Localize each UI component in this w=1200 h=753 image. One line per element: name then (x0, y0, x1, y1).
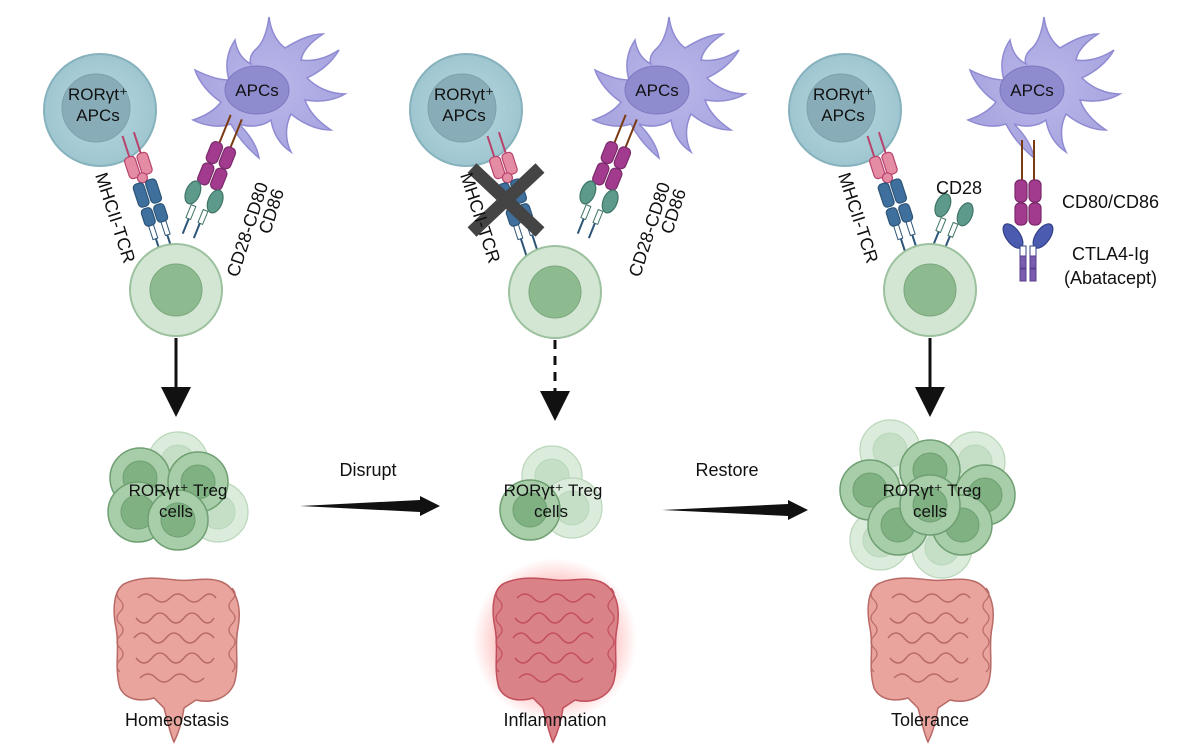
cd80-cd86-ctla4-complex (1002, 140, 1054, 282)
treg-label-2: cells (159, 502, 193, 521)
roryt-apc-label-2: APCs (821, 106, 864, 125)
outcome-label: Tolerance (891, 710, 969, 730)
treg-cell (508, 245, 602, 339)
roryt-apc-label-1: RORγt⁺ (813, 85, 873, 104)
roryt-apc-label-2: APCs (442, 106, 485, 125)
abatacept-label: (Abatacept) (1064, 268, 1157, 288)
disrupt-label: Disrupt (339, 460, 396, 480)
panel-homeostasis: RORγt⁺ APCs APCs MHCII-TCR CD28-CD80 CD8… (43, 16, 346, 743)
roryt-apc-label-1: RORγt⁺ (68, 85, 128, 104)
mhc-tcr-label: MHCII-TCR (834, 170, 882, 266)
cd28-receptor (931, 193, 974, 252)
ctla4-ig-label: CTLA4-Ig (1072, 244, 1149, 264)
panel-tolerance: RORγt⁺ APCs APCs CD28 (788, 16, 1159, 743)
cd80-cd86-label: CD80/CD86 (1062, 192, 1159, 212)
treg-cell (129, 243, 223, 337)
treg-cell (883, 243, 977, 337)
treg-label-1: RORγt⁺ Treg (883, 481, 982, 500)
treg-label-2: cells (534, 502, 568, 521)
disrupt-arrow (300, 496, 440, 516)
restore-label: Restore (695, 460, 758, 480)
cd28-label: CD28 (936, 178, 982, 198)
panel-inflammation: RORγt⁺ APCs APCs MHCII-TCR CD28-CD80 CD8… (409, 16, 746, 743)
transition-restore: Restore (662, 460, 808, 520)
roryt-apc-label-1: RORγt⁺ (434, 85, 494, 104)
apc-label: APCs (235, 81, 278, 100)
mhc-tcr-label: MHCII-TCR (91, 170, 139, 266)
restore-arrow (662, 500, 808, 520)
treg-label-1: RORγt⁺ Treg (504, 481, 603, 500)
block-x-icon (467, 163, 545, 237)
treg-label-2: cells (913, 502, 947, 521)
roryt-apc-label-2: APCs (76, 106, 119, 125)
transition-disrupt: Disrupt (300, 460, 440, 516)
apc-label: APCs (635, 81, 678, 100)
outcome-label: Homeostasis (125, 710, 229, 730)
outcome-label: Inflammation (503, 710, 606, 730)
treg-label-1: RORγt⁺ Treg (129, 481, 228, 500)
apc-label: APCs (1010, 81, 1053, 100)
